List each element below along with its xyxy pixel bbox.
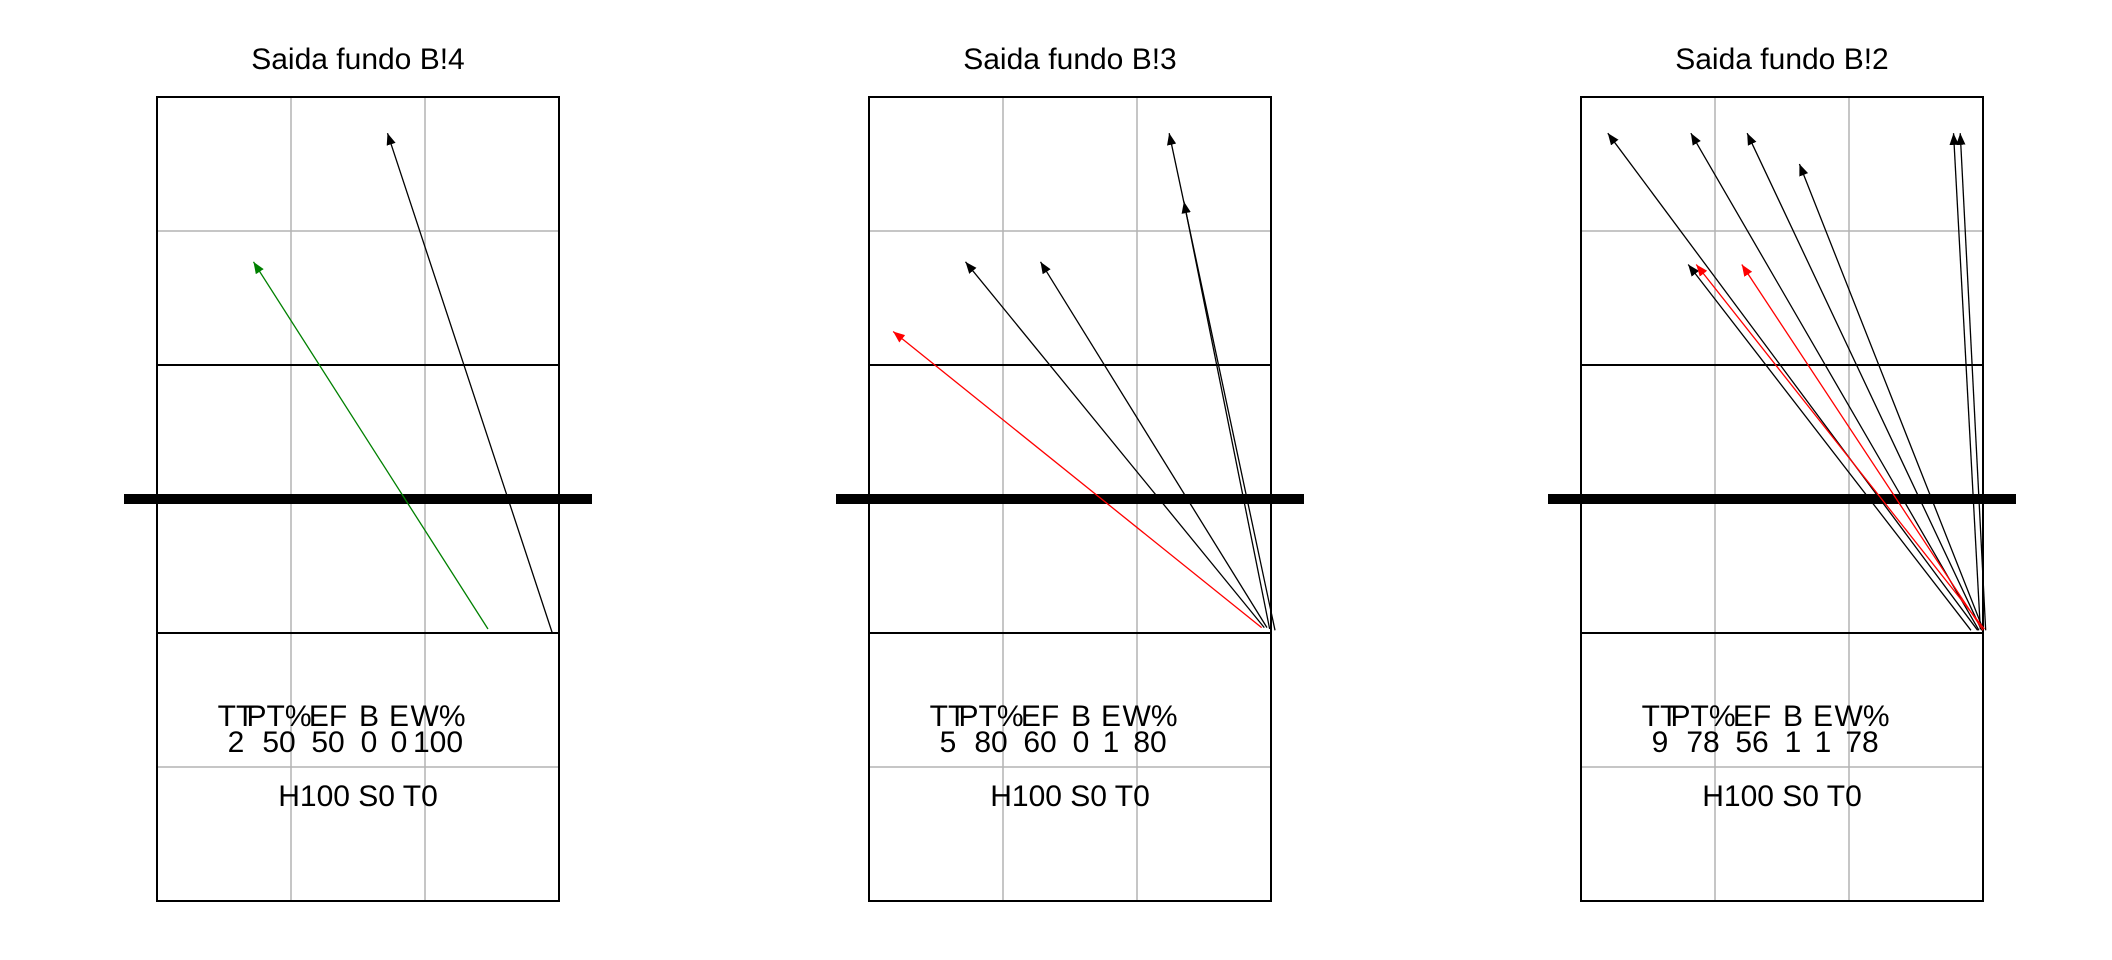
stats-header-cell: TT [1642,700,1679,733]
zone-label: H100 S0 T0 [1702,780,1862,813]
stats-header-cell: W% [1835,700,1890,733]
stats-header-cell: EF [309,700,347,733]
stats-header-cell: EF [1733,700,1771,733]
stats-value-cell: 50 [311,726,344,759]
stats-header-cell: PT% [1670,700,1735,733]
attack-arrow-black [1687,264,1972,631]
stats-value-cell: 50 [262,726,295,759]
attack-arrow-red [1741,264,1984,631]
stats-value-cell: 5 [940,726,957,759]
attack-arrows [1607,132,1987,631]
stats-value-cell: 80 [974,726,1007,759]
panel-title: Saida fundo B!2 [1675,43,1889,76]
attack-arrow-black [1181,201,1271,630]
stats-value-cell: 1 [1103,726,1120,759]
stats-header-cell: E [1101,700,1121,733]
stats-header-cell: B [359,700,379,733]
attack-arrow-black [1690,132,1980,631]
attack-arrow-red [892,330,1263,629]
stats-value-cell: 56 [1735,726,1768,759]
attack-arrows [892,133,1276,631]
attack-arrow-black [964,261,1265,629]
stats-value-cell: 0 [361,726,378,759]
attack-arrow-green [252,261,489,630]
stats-value-cell: 78 [1845,726,1878,759]
stats-header-cell: E [1813,700,1833,733]
stats-value-cell: 9 [1652,726,1669,759]
zone-label: H100 S0 T0 [278,780,438,813]
attack-arrow-black [1039,261,1268,628]
stats-header-cell: PT% [246,700,311,733]
attack-arrow-black [1956,133,1987,631]
stats-header-cell: TT [218,700,255,733]
stats-value-cell: 78 [1686,726,1719,759]
stats-value-cell: 100 [413,726,463,759]
attack-arrow-red [1695,264,1985,630]
zone-label: H100 S0 T0 [990,780,1150,813]
stats-header-cell: W% [411,700,466,733]
stats-value-cell: 2 [228,726,245,759]
stats-header-cell: EF [1021,700,1059,733]
stats-value-cell: 0 [391,726,408,759]
stats-value-cell: 1 [1815,726,1832,759]
stats-value-cell: 80 [1133,726,1166,759]
stats-value-cell: 60 [1023,726,1056,759]
attack-arrow-black [386,132,553,634]
stats-value-cell: 0 [1073,726,1090,759]
attack-arrow-black [1607,132,1979,631]
stats-header-cell: B [1071,700,1091,733]
stats-header-cell: W% [1123,700,1178,733]
attack-arrows [252,132,553,634]
attack-arrow-black [1949,133,1981,630]
panel-title: Saida fundo B!4 [251,43,465,76]
panel-title: Saida fundo B!3 [963,43,1177,76]
attack-arrow-black [1798,163,1984,630]
stats-header-cell: TT [930,700,967,733]
stats-header-cell: E [389,700,409,733]
attack-arrow-black [1746,132,1983,631]
stats-header-cell: PT% [958,700,1023,733]
stats-value-cell: 1 [1785,726,1802,759]
stats-header-cell: B [1783,700,1803,733]
